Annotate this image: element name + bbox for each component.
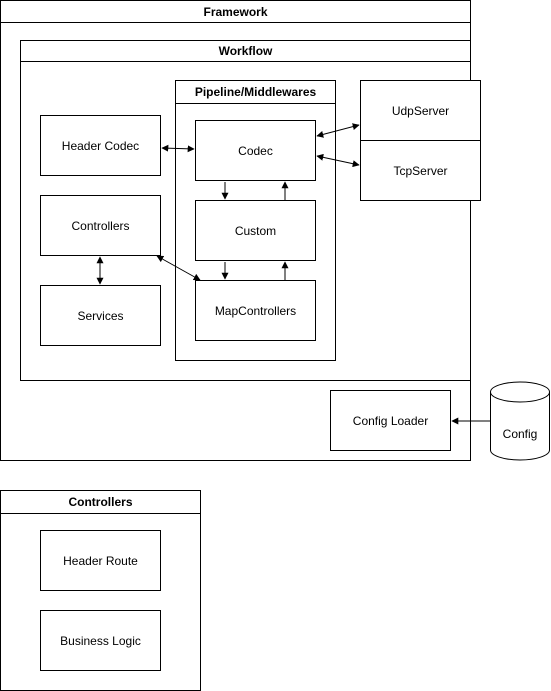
workflow-title: Workflow <box>21 41 470 62</box>
controllers-node: Controllers <box>40 195 161 256</box>
controllers-label: Controllers <box>71 218 130 233</box>
framework-title-text: Framework <box>203 4 268 19</box>
services-node: Services <box>40 285 161 346</box>
business-logic-label: Business Logic <box>60 633 141 648</box>
config-label: Config <box>502 427 538 441</box>
services-label: Services <box>77 308 124 323</box>
config-loader-label: Config Loader <box>352 413 429 428</box>
header-codec-label: Header Codec <box>61 138 140 153</box>
tcp-server-label: TcpServer <box>393 163 448 178</box>
workflow-title-text: Workflow <box>218 44 273 58</box>
pipeline-title: Pipeline/Middlewares <box>176 81 335 104</box>
custom-node: Custom <box>195 200 316 261</box>
header-codec-node: Header Codec <box>40 115 161 176</box>
header-route-label: Header Route <box>63 553 138 568</box>
udp-server-node: UdpServer <box>360 80 481 141</box>
config-loader-node: Config Loader <box>330 390 451 451</box>
codec-label: Codec <box>238 143 273 158</box>
codec-node: Codec <box>195 120 316 181</box>
controllers-container-title-text: Controllers <box>68 495 133 509</box>
tcp-server-node: TcpServer <box>360 140 481 201</box>
business-logic-node: Business Logic <box>40 610 161 671</box>
header-route-node: Header Route <box>40 530 161 591</box>
controllers-container-title: Controllers <box>1 491 200 514</box>
pipeline-title-text: Pipeline/Middlewares <box>194 85 317 99</box>
framework-title: Framework <box>1 1 470 23</box>
udp-server-label: UdpServer <box>391 103 450 118</box>
custom-label: Custom <box>234 223 277 238</box>
map-controllers-node: MapControllers <box>195 280 316 341</box>
map-controllers-label: MapControllers <box>214 303 297 318</box>
